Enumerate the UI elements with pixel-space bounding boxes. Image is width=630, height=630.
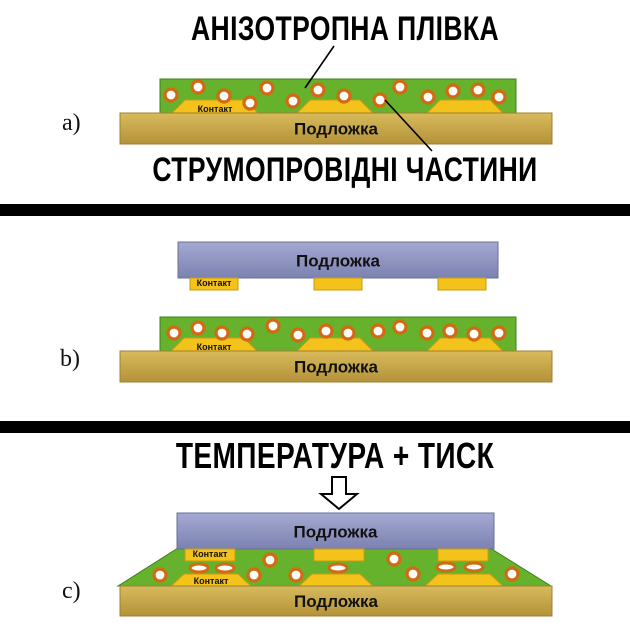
panel-label-c: c) bbox=[62, 578, 81, 604]
title-conductive-particles: СТРУМОПРОВІДНІ ЧАСТИНИ bbox=[152, 151, 538, 189]
a-particle bbox=[445, 83, 461, 99]
a-particle bbox=[491, 89, 507, 105]
b-particle bbox=[340, 325, 356, 341]
c-pressure-arrow bbox=[318, 476, 360, 511]
c-particle bbox=[152, 567, 168, 583]
c-compressed-particle bbox=[463, 561, 485, 573]
b-particle bbox=[214, 325, 230, 341]
c-top-substrate bbox=[176, 512, 495, 550]
b-particle bbox=[318, 323, 334, 339]
a-particle bbox=[372, 92, 388, 108]
b-particle bbox=[419, 325, 435, 341]
a-particle bbox=[310, 82, 326, 98]
b-particle bbox=[166, 325, 182, 341]
panel-label-b: b) bbox=[60, 346, 80, 372]
a-particle bbox=[470, 82, 486, 98]
c-1-contact-pad bbox=[184, 548, 236, 562]
b-substrate bbox=[119, 350, 553, 383]
a-3-contact-bump bbox=[424, 99, 506, 115]
a-leader-film bbox=[304, 45, 335, 89]
b-particle bbox=[491, 325, 507, 341]
a-particle bbox=[259, 80, 275, 96]
a-particle bbox=[216, 88, 232, 104]
a-particle bbox=[285, 93, 301, 109]
a-particle bbox=[242, 95, 258, 111]
c-compressed-particle bbox=[214, 562, 236, 574]
b-particle bbox=[466, 326, 482, 342]
b-top-substrate bbox=[177, 241, 499, 279]
c-compressed-particle bbox=[327, 562, 349, 574]
a-particle bbox=[336, 88, 352, 104]
a-leader-particle bbox=[384, 99, 433, 152]
a-particle bbox=[420, 89, 436, 105]
b-1-contact-pad bbox=[189, 277, 239, 291]
b-substrate-label: Подложка bbox=[294, 358, 378, 377]
c-particle bbox=[504, 566, 520, 582]
b-1-contact-label: Контакт bbox=[197, 278, 232, 288]
c-particle bbox=[405, 566, 421, 582]
b-particle bbox=[239, 326, 255, 342]
a-contact-label: Контакт bbox=[198, 104, 233, 114]
c-compressed-particle bbox=[188, 562, 210, 574]
a-particle bbox=[190, 79, 206, 95]
c-2-contact-bump bbox=[296, 573, 376, 588]
b-particle bbox=[190, 320, 206, 336]
c-particle bbox=[288, 567, 304, 583]
a-substrate bbox=[119, 112, 553, 145]
a-2-contact-bump bbox=[294, 99, 376, 115]
b-2-contact-pad bbox=[313, 277, 363, 291]
b-particle bbox=[290, 327, 306, 343]
c-substrate bbox=[119, 585, 553, 617]
title-temperature-pressure: ТЕМПЕРАТУРА + ТИСК bbox=[175, 435, 495, 476]
panel-label-a: a) bbox=[62, 110, 81, 136]
c-contact-label: Контакт bbox=[194, 576, 229, 586]
c-top-substrate-label: Подложка bbox=[294, 522, 378, 541]
c-1-contact-label: Контакт bbox=[193, 549, 228, 559]
c-3-contact-pad bbox=[437, 548, 489, 562]
b-3-contact-pad bbox=[437, 277, 487, 291]
c-compressed-particle bbox=[435, 561, 457, 573]
divider-bottom bbox=[0, 421, 630, 433]
b-contact-label: Контакт bbox=[197, 342, 232, 352]
b-particle bbox=[442, 323, 458, 339]
a-particle bbox=[392, 79, 408, 95]
c-particle bbox=[262, 552, 278, 568]
b-2-contact-bump bbox=[294, 337, 376, 353]
c-substrate-label: Подложка bbox=[294, 592, 378, 611]
b-3-contact-bump bbox=[424, 337, 506, 353]
title-anisotropic-film: АНІЗОТРОПНА ПЛІВКА bbox=[190, 10, 500, 48]
b-top-substrate-label: Подложка bbox=[296, 251, 380, 270]
b-particle bbox=[370, 323, 386, 339]
c-particle bbox=[246, 567, 262, 583]
b-particle bbox=[392, 319, 408, 335]
c-3-contact-bump bbox=[422, 573, 506, 588]
a-particle bbox=[163, 87, 179, 103]
a-substrate-label: Подложка bbox=[294, 120, 378, 139]
b-particle bbox=[265, 318, 281, 334]
c-particle bbox=[386, 551, 402, 567]
c-2-contact-pad bbox=[313, 548, 365, 562]
divider-top bbox=[0, 204, 630, 216]
